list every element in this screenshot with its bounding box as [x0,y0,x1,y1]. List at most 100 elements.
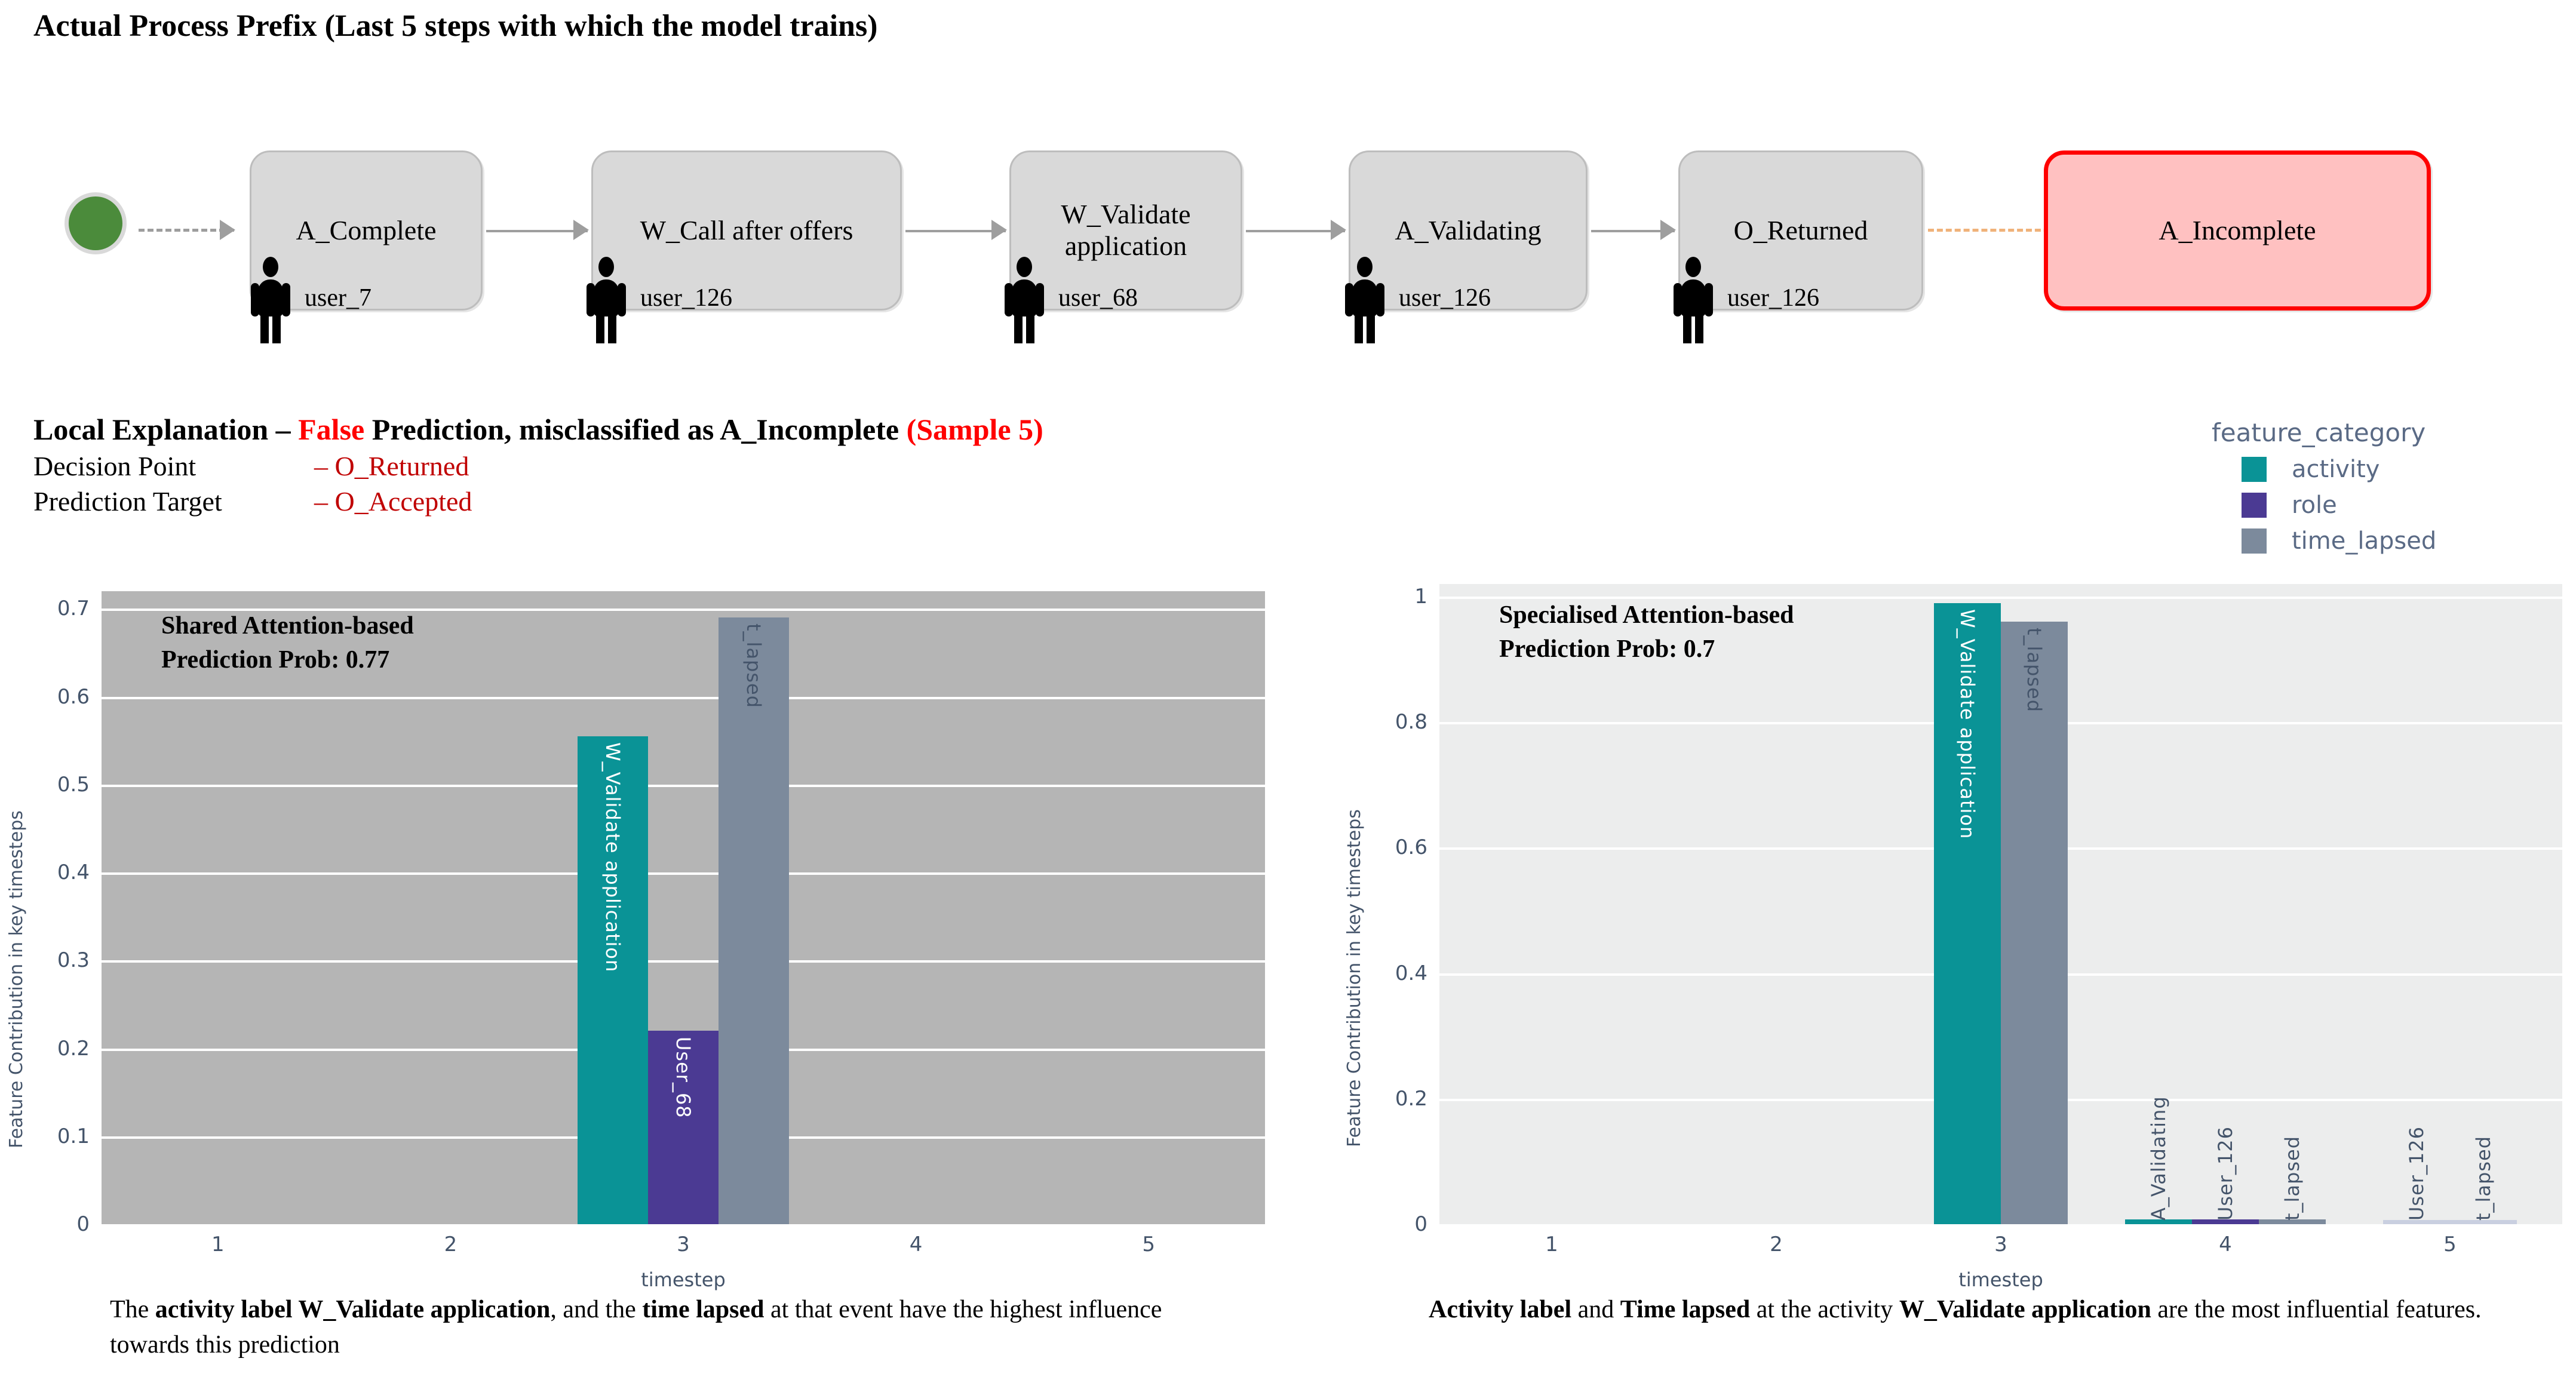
x-axis-tick-label: 1 [1545,1233,1558,1256]
gridline [102,696,1265,699]
heading-prefix: Local Explanation – [33,413,299,446]
y-axis-tick-label: 0.6 [1395,835,1427,860]
gridline [102,784,1265,787]
legend-swatch-icon [2242,493,2267,518]
x-axis-tick-label: 3 [1994,1233,2007,1256]
x-axis-title: timestep [641,1268,726,1291]
legend-swatch-icon [2242,457,2267,482]
y-axis-tick-label: 0.6 [57,684,90,709]
process-step-node[interactable]: A_Validating [1349,150,1588,311]
y-axis-tick-label: 0.5 [57,772,90,797]
resource-label: user_7 [305,284,371,312]
process-step-label: A_Validating [1395,214,1542,245]
bar-label: User_68 [672,1037,695,1118]
explanation-heading: Local Explanation – False Prediction, mi… [33,412,1043,447]
y-axis-title: Feature Contribution in key timesteps [1344,809,1365,1148]
legend: feature_category activity role time_lapsed [2212,418,2436,563]
caption-right-t1: and [1571,1296,1620,1323]
resource-assignment: user_7 [250,257,371,343]
bar[interactable]: User_68 [648,1031,719,1224]
bar[interactable]: User_126 [2383,1126,2450,1224]
bar-label: W_Validate application [1956,609,1979,839]
x-axis-tick-label: 5 [1142,1233,1155,1256]
process-step-label: W_Validate application [1061,199,1191,261]
bar[interactable]: t_lapsed [2259,1136,2326,1224]
gridline [1439,973,2562,976]
heading-sample-label: (Sample 5) [906,413,1043,446]
chart-annotation: Shared Attention-based Prediction Prob: … [161,612,414,674]
legend-item[interactable]: role [2242,491,2436,519]
legend-items: activity role time_lapsed [2212,456,2436,555]
local-explanation-block: Local Explanation – False Prediction, mi… [33,412,1043,517]
resource-assignment: user_126 [1672,257,1819,343]
person-icon [1672,257,1714,343]
resource-label: user_126 [1727,284,1819,312]
heading-rest: Prediction, misclassified as A_Incomplet… [364,413,907,446]
arrow-line [1928,229,2130,232]
bar-label: User_126 [2214,1126,2237,1221]
decision-point-value: – O_Returned [314,451,469,481]
gridline [1439,722,2562,725]
process-step-node[interactable]: W_Validate application [1009,150,1242,311]
y-axis-tick-label: 0.8 [1395,710,1427,735]
legend-item[interactable]: time_lapsed [2242,527,2436,555]
arrow-head-icon [991,220,1007,240]
process-step-node[interactable]: W_Call after offers [591,150,902,311]
y-axis-tick-label: 0.4 [57,861,90,885]
flow-arrow-start [139,220,235,240]
bar[interactable]: A_Validating [2125,1096,2192,1224]
arrow-head-icon [573,220,589,240]
caption-right-b3: W_Validate application [1899,1296,2151,1323]
person-icon [585,257,627,343]
x-axis-tick-label: 3 [677,1233,690,1256]
arrow-line [139,229,234,232]
bar-label: W_Validate application [601,742,624,973]
bar[interactable]: t_lapsed [2450,1136,2517,1224]
arrow-line [905,230,1006,232]
caption-left: The activity label W_Validate applicatio… [110,1292,1245,1363]
bar[interactable]: t_lapsed [719,617,789,1224]
process-step-node[interactable]: O_Returned [1678,150,1923,311]
gridline [1439,597,2562,600]
y-axis-tick-label: 0.2 [1395,1086,1427,1111]
y-axis-tick-label: 0.3 [57,948,90,973]
y-axis-tick-label: 1 [1414,585,1427,609]
bar-label: t_lapsed [2472,1135,2495,1221]
caption-left-t3: at that event have the highest influence… [110,1296,1162,1359]
bar[interactable]: t_lapsed [2001,622,2068,1224]
caption-right-b2: Time lapsed [1620,1296,1751,1323]
x-axis-tick-label: 2 [444,1233,458,1256]
gridline [1439,847,2562,850]
flow-arrow [486,220,589,240]
chart-annotation: Specialised Attention-based Prediction P… [1499,601,1794,663]
caption-right-t3: are the most influential features. [2151,1296,2482,1323]
decision-point-key: Decision Point [33,451,196,481]
legend-title: feature_category [2212,418,2426,447]
prediction-target-value: – O_Accepted [314,486,472,517]
x-axis-tick-label: 4 [2219,1233,2232,1256]
bar-label: User_126 [2405,1126,2428,1221]
x-axis-tick-label: 4 [909,1233,923,1256]
legend-item-label: time_lapsed [2292,527,2437,555]
y-axis-tick-label: 0.2 [57,1036,90,1061]
legend-item[interactable]: activity [2242,456,2436,483]
start-event-node [65,192,127,254]
predicted-outcome-node[interactable]: A_Incomplete [2044,150,2431,311]
decision-point-row: Decision Point – O_Returned [33,450,1043,482]
legend-item-label: activity [2292,456,2380,483]
bar[interactable]: W_Validate application [578,736,648,1224]
person-icon [1344,257,1386,343]
flow-arrow [1246,220,1346,240]
bar[interactable]: W_Validate application [1934,603,2001,1224]
bar-label: t_lapsed [742,623,765,709]
resource-assignment: user_126 [585,257,732,343]
gridline [102,609,1265,611]
x-axis-tick-label: 5 [2443,1233,2457,1256]
bar-label: t_lapsed [2023,628,2046,713]
flow-arrow [905,220,1007,240]
process-step-label: A_Complete [296,214,437,245]
person-icon [1003,257,1045,343]
legend-item-label: role [2292,491,2337,519]
bar[interactable]: User_126 [2192,1126,2259,1224]
caption-left-b2: time lapsed [642,1296,764,1323]
